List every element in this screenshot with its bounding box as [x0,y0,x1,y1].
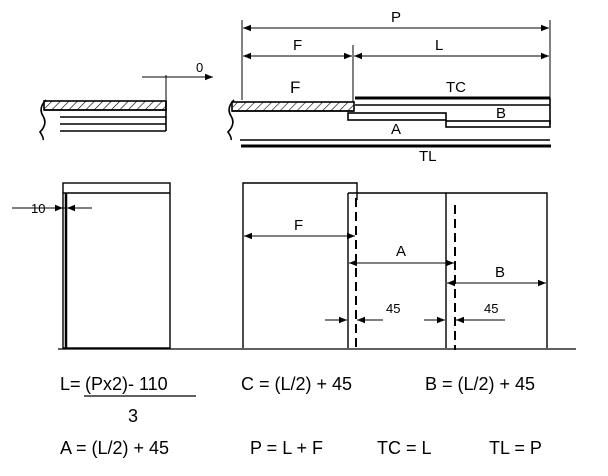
F-front-label: F [294,217,303,234]
P-label: P [391,9,401,26]
TL-formula: TL = P [489,438,542,458]
clearance-45-left-label: 45 [386,301,400,316]
C-formula: C = (L/2) + 45 [241,374,352,394]
TC-label: TC [446,79,466,96]
B-top-label: B [496,105,506,122]
F-dim-label: F [293,37,302,54]
L-dim-label: L [435,37,443,54]
L-formula-prefix: L= [60,374,81,394]
A-board [347,112,447,121]
L-formula-denominator: 3 [128,406,138,426]
A-panel [348,192,447,348]
ten-label: 10 [31,201,45,216]
B-formula: B = (L/2) + 45 [425,374,535,394]
B-front-label: B [495,264,505,281]
B-panel [446,192,548,348]
gap-label: 0 [196,60,203,75]
F-panel [242,182,358,348]
B-board [445,120,551,128]
TC-formula: TC = L [377,438,432,458]
L-formula-numerator: (Px2)- 110 [85,374,168,394]
right-section-view [226,20,551,148]
left-front-view [12,182,171,349]
clearance-45-right-label: 45 [484,301,498,316]
left-top-hatched-bar [43,100,167,111]
right-top-hatched-bar [231,101,355,112]
left-break-line [38,99,47,141]
right-break-line [226,99,235,141]
formulas: L= (Px2)- 110 3 C = (L/2) + 45 B = (L/2)… [60,374,542,458]
F-big-label: F [290,78,300,97]
left-section-view [38,73,213,141]
A-formula: A = (L/2) + 45 [60,438,169,458]
TL-label: TL [419,148,437,165]
A-front-label: A [396,243,406,260]
P-formula: P = L + F [250,438,323,458]
A-top-label: A [391,121,401,138]
right-front-view [242,182,548,350]
left-door-outline [62,182,171,349]
